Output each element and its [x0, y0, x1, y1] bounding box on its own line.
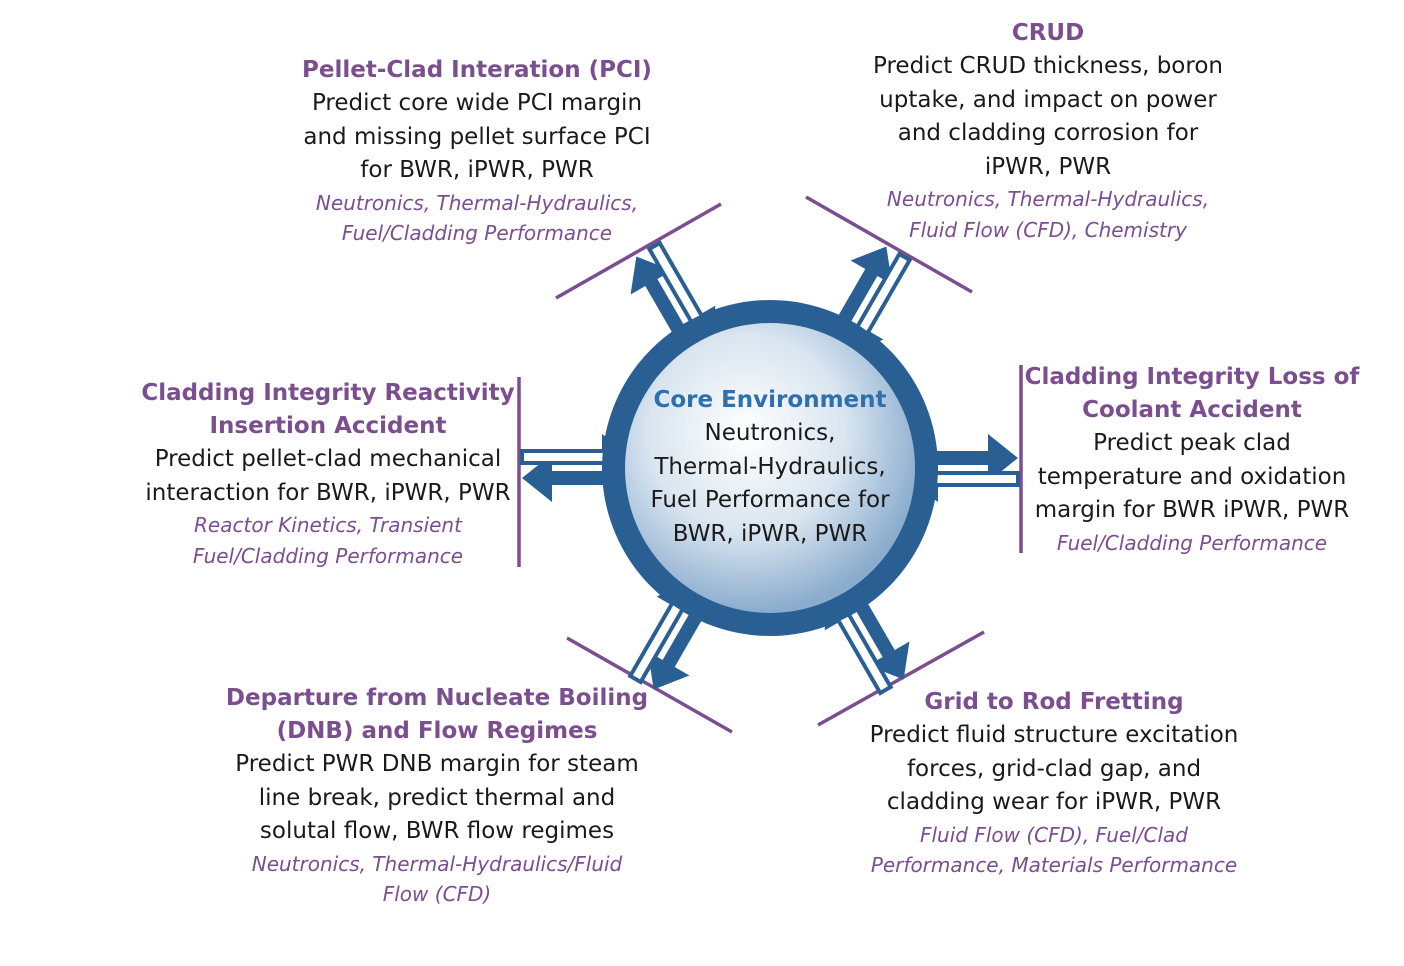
ria-desc-line: interaction for BWR, iPWR, PWR — [145, 479, 511, 506]
grtf-separator-line — [817, 630, 985, 727]
dnb-separator-line — [566, 636, 733, 734]
crud-tags-line: Fluid Flow (CFD), Chemistry — [909, 217, 1187, 242]
dnb-desc-line: solutal flow, BWR flow regimes — [259, 818, 615, 844]
ria-block: Cladding Integrity Reactivity Insertion … — [128, 377, 528, 571]
ria-title-line: Cladding Integrity Reactivity — [141, 380, 515, 406]
pci-tags-line: Neutronics, Thermal-Hydraulics, — [315, 190, 639, 215]
grtf-desc-line: Predict fluid structure excitation — [869, 722, 1239, 748]
pci-block: Pellet-Clad Interation (PCI) Predict cor… — [277, 54, 677, 249]
grtf-tags-line: Fluid Flow (CFD), Fuel/Clad — [920, 822, 1188, 847]
crud-separator-line — [805, 195, 973, 294]
crud-desc-line: uptake, and impact on power — [879, 86, 1217, 113]
crud-desc-line: iPWR, PWR — [984, 153, 1112, 180]
loca-title-line: Cladding Integrity Loss of — [1024, 364, 1360, 390]
grtf-desc-line: cladding wear for iPWR, PWR — [886, 789, 1222, 815]
crud-desc-line: Predict CRUD thickness, boron — [873, 53, 1223, 79]
grtf-tags-line: Performance, Materials Performance — [870, 853, 1238, 877]
dnb-desc-line: Predict PWR DNB margin for steam — [235, 751, 639, 777]
loca-title-line: Coolant Accident — [1082, 397, 1302, 423]
pci-desc-line: Predict core wide PCI margin — [311, 90, 643, 116]
pci-desc-line: for BWR, iPWR, PWR — [360, 157, 594, 183]
grtf-desc-line: forces, grid-clad gap, and — [906, 755, 1202, 782]
dnb-tags-line: Flow (CFD) — [382, 882, 492, 906]
dnb-block: Departure from Nucleate Boiling (DNB) an… — [207, 682, 667, 910]
ria-tags-line: Fuel/Cladding Performance — [192, 543, 464, 568]
pci-separator-line — [555, 202, 722, 300]
core-line: Neutronics, — [704, 420, 836, 446]
core-sphere — [625, 323, 915, 613]
core-line: Thermal-Hydraulics, — [654, 453, 886, 480]
pci-title: Pellet-Clad Interation (PCI) — [302, 57, 652, 83]
loca-desc-line: Predict peak clad — [1093, 430, 1291, 456]
ria-title-line: Insertion Accident — [209, 413, 447, 439]
dnb-title-line: (DNB) and Flow Regimes — [276, 718, 598, 744]
core-line: Fuel Performance for — [650, 487, 890, 513]
grtf-title: Grid to Rod Fretting — [924, 689, 1184, 715]
outward-arrow — [522, 454, 630, 502]
loca-desc-line: margin for BWR iPWR, PWR — [1034, 497, 1350, 523]
crud-desc-line: and cladding corrosion for — [897, 120, 1199, 146]
core-environment: Core Environment Neutronics, Thermal-Hyd… — [620, 384, 920, 551]
crud-block: CRUD Predict CRUD thickness, boron uptak… — [848, 17, 1248, 245]
dnb-desc-line: line break, predict thermal and — [258, 784, 616, 811]
outward-arrow — [910, 434, 1018, 482]
ria-tags-line: Reactor Kinetics, Transient — [194, 513, 462, 537]
pci-tags-line: Fuel/Cladding Performance — [341, 221, 613, 245]
grtf-block: Grid to Rod Fretting Predict fluid struc… — [834, 686, 1274, 881]
core-line: BWR, iPWR, PWR — [672, 520, 868, 547]
dnb-title-line: Departure from Nucleate Boiling — [225, 685, 649, 711]
pci-desc-line: and missing pellet surface PCI — [303, 123, 651, 150]
ria-desc-line: Predict pellet-clad mechanical — [154, 446, 502, 472]
core-environment-title: Core Environment — [653, 387, 887, 413]
crud-tags-line: Neutronics, Thermal-Hydraulics, — [886, 187, 1210, 211]
dnb-tags-line: Neutronics, Thermal-Hydraulics/Fluid — [251, 851, 623, 876]
loca-tags-line: Fuel/Cladding Performance — [1056, 530, 1328, 555]
loca-block: Cladding Integrity Loss of Coolant Accid… — [1022, 361, 1362, 558]
loca-desc-line: temperature and oxidation — [1037, 463, 1347, 490]
crud-title: CRUD — [1011, 20, 1085, 46]
